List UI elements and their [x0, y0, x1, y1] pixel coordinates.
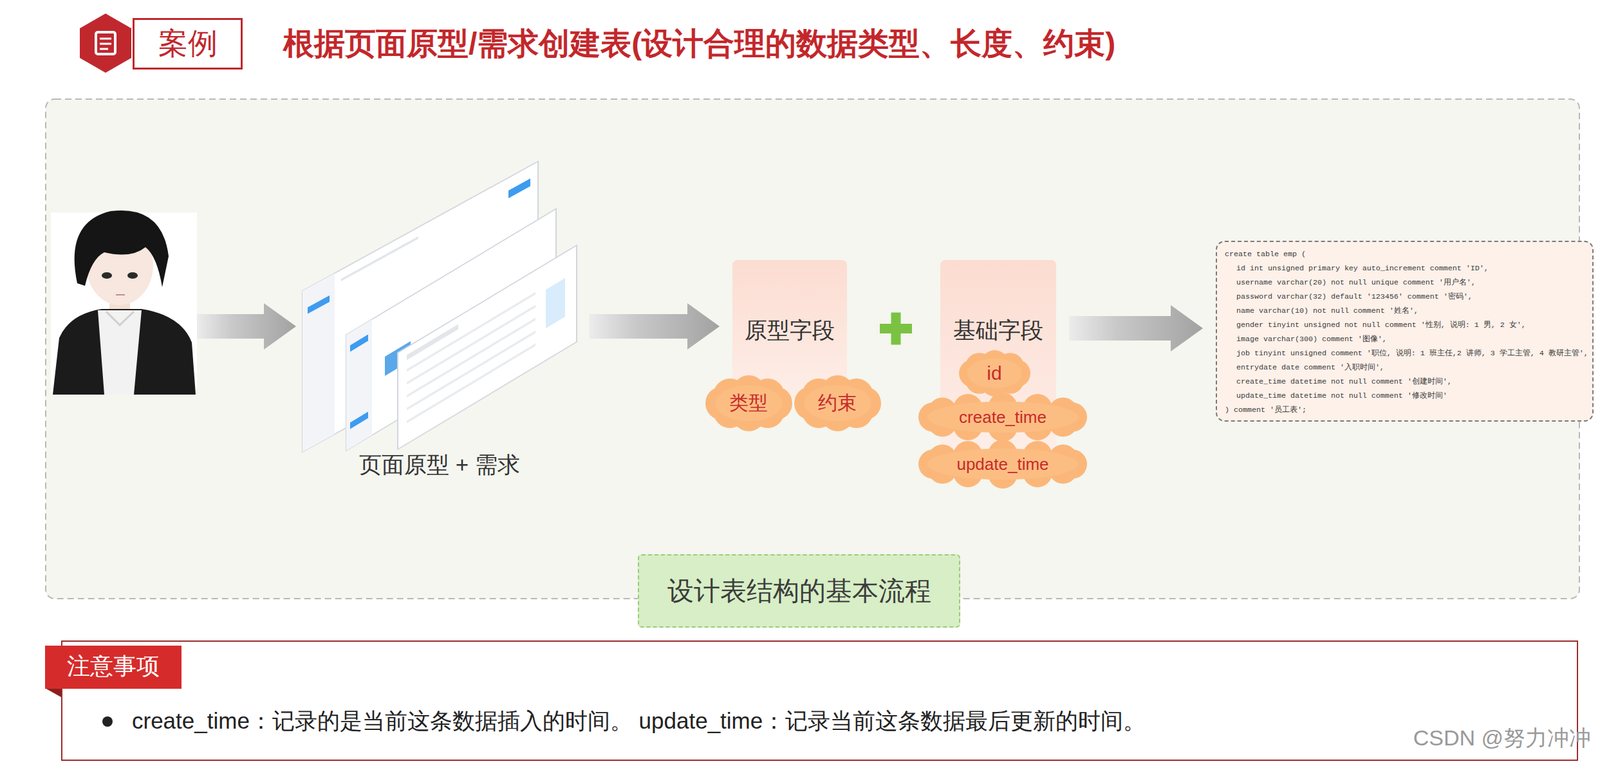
node-label: update_time	[956, 454, 1049, 475]
doc-icon	[95, 32, 116, 55]
code-line: ) comment '员工表';	[1224, 402, 1307, 418]
code-line: create table emp (	[1224, 247, 1306, 262]
code-line: create_time datetime not null comment '创…	[1224, 374, 1452, 389]
hexagon	[79, 13, 132, 73]
hair	[74, 210, 169, 288]
menu-item	[307, 295, 330, 315]
node-label: 设计表结构的基本流程	[667, 573, 932, 609]
doc-line	[99, 48, 109, 51]
cloud-core	[803, 384, 871, 421]
person-illustration	[50, 210, 197, 395]
collar	[106, 311, 134, 326]
cloud-tag: id	[958, 350, 1031, 397]
node-label: 页面原型 + 需求	[355, 449, 524, 481]
code-line: image varchar(300) comment '图像',	[1224, 332, 1387, 347]
node-label: 案例	[158, 23, 218, 64]
node-label: create_time	[958, 407, 1047, 428]
notes-heading: 注意事项	[45, 645, 182, 689]
cloud-tag: create_time	[918, 392, 1088, 442]
menu-item	[350, 334, 369, 353]
code-line: gender tinyint unsigned not null comment…	[1224, 317, 1526, 333]
doc-line	[99, 43, 112, 46]
ui-line	[341, 236, 419, 282]
cloud-core	[927, 448, 1079, 481]
cloud-tag: 约束	[794, 375, 882, 432]
mouth	[115, 294, 125, 296]
prototype-stack: 页面原型 + 需求	[302, 158, 577, 481]
cloud-core	[966, 358, 1022, 389]
note-text: create_time：记录的是当前这条数据插入的时间。 update_time…	[131, 706, 1146, 737]
sql-code-block: create table emp (id int unsigned primar…	[1215, 240, 1594, 422]
eye	[127, 272, 138, 279]
sidebar	[302, 273, 335, 453]
watermark: CSDN @努力冲冲	[1413, 723, 1591, 754]
node-label: id	[986, 362, 1002, 385]
plus-sign	[879, 312, 912, 345]
cloud-core	[715, 384, 782, 421]
flow-label-box: 设计表结构的基本流程	[637, 554, 961, 628]
code-line: id int unsigned primary key auto_increme…	[1224, 261, 1489, 276]
eye	[101, 272, 112, 279]
block-arrow	[1069, 305, 1203, 352]
notes-box: 注意事项create_time：记录的是当前这条数据插入的时间。 update_…	[61, 640, 1579, 761]
plus-bar	[891, 312, 902, 345]
node-label: 类型	[729, 390, 768, 417]
menu-item	[350, 411, 369, 430]
page-front	[397, 245, 577, 450]
ui-panel	[545, 278, 566, 329]
ui-line	[406, 330, 536, 411]
tab-fold	[45, 688, 62, 698]
node-label: 原型字段	[744, 315, 835, 346]
bullet-dot	[102, 716, 113, 727]
header-box: 案例	[132, 18, 243, 70]
shirt	[97, 310, 142, 395]
code-line: name varchar(10) not null comment '姓名',	[1224, 303, 1419, 318]
bullet-row: create_time：记录的是当前这条数据插入的时间。 update_time…	[102, 706, 1146, 737]
block-arrow	[589, 303, 720, 350]
cloud-tag: update_time	[918, 439, 1088, 489]
sidebar	[346, 319, 373, 451]
code-line: entrydate date comment '入职时间',	[1224, 360, 1385, 375]
code-line: job tinyint unsigned comment '职位, 说明: 1 …	[1224, 346, 1589, 361]
ui-line	[406, 343, 536, 424]
cloud-core	[927, 401, 1079, 434]
node-label: 基础字段	[953, 315, 1044, 346]
node-label: 约束	[818, 390, 857, 417]
code-line: password varchar(32) default '123456' co…	[1224, 289, 1473, 304]
page	[397, 245, 577, 450]
page-title: 根据页面原型/需求创建表(设计合理的数据类型、长度、约束)	[283, 23, 1116, 65]
jacket	[52, 308, 196, 395]
page-mockups	[302, 161, 577, 452]
header-icon	[79, 13, 132, 73]
block-arrow	[196, 303, 297, 350]
button	[508, 178, 531, 199]
cloud-tag: 类型	[705, 375, 793, 432]
code-line: update_time datetime not null comment '修…	[1224, 388, 1448, 403]
doc-line	[99, 37, 112, 40]
code-line: username varchar(20) not null unique com…	[1224, 275, 1476, 290]
